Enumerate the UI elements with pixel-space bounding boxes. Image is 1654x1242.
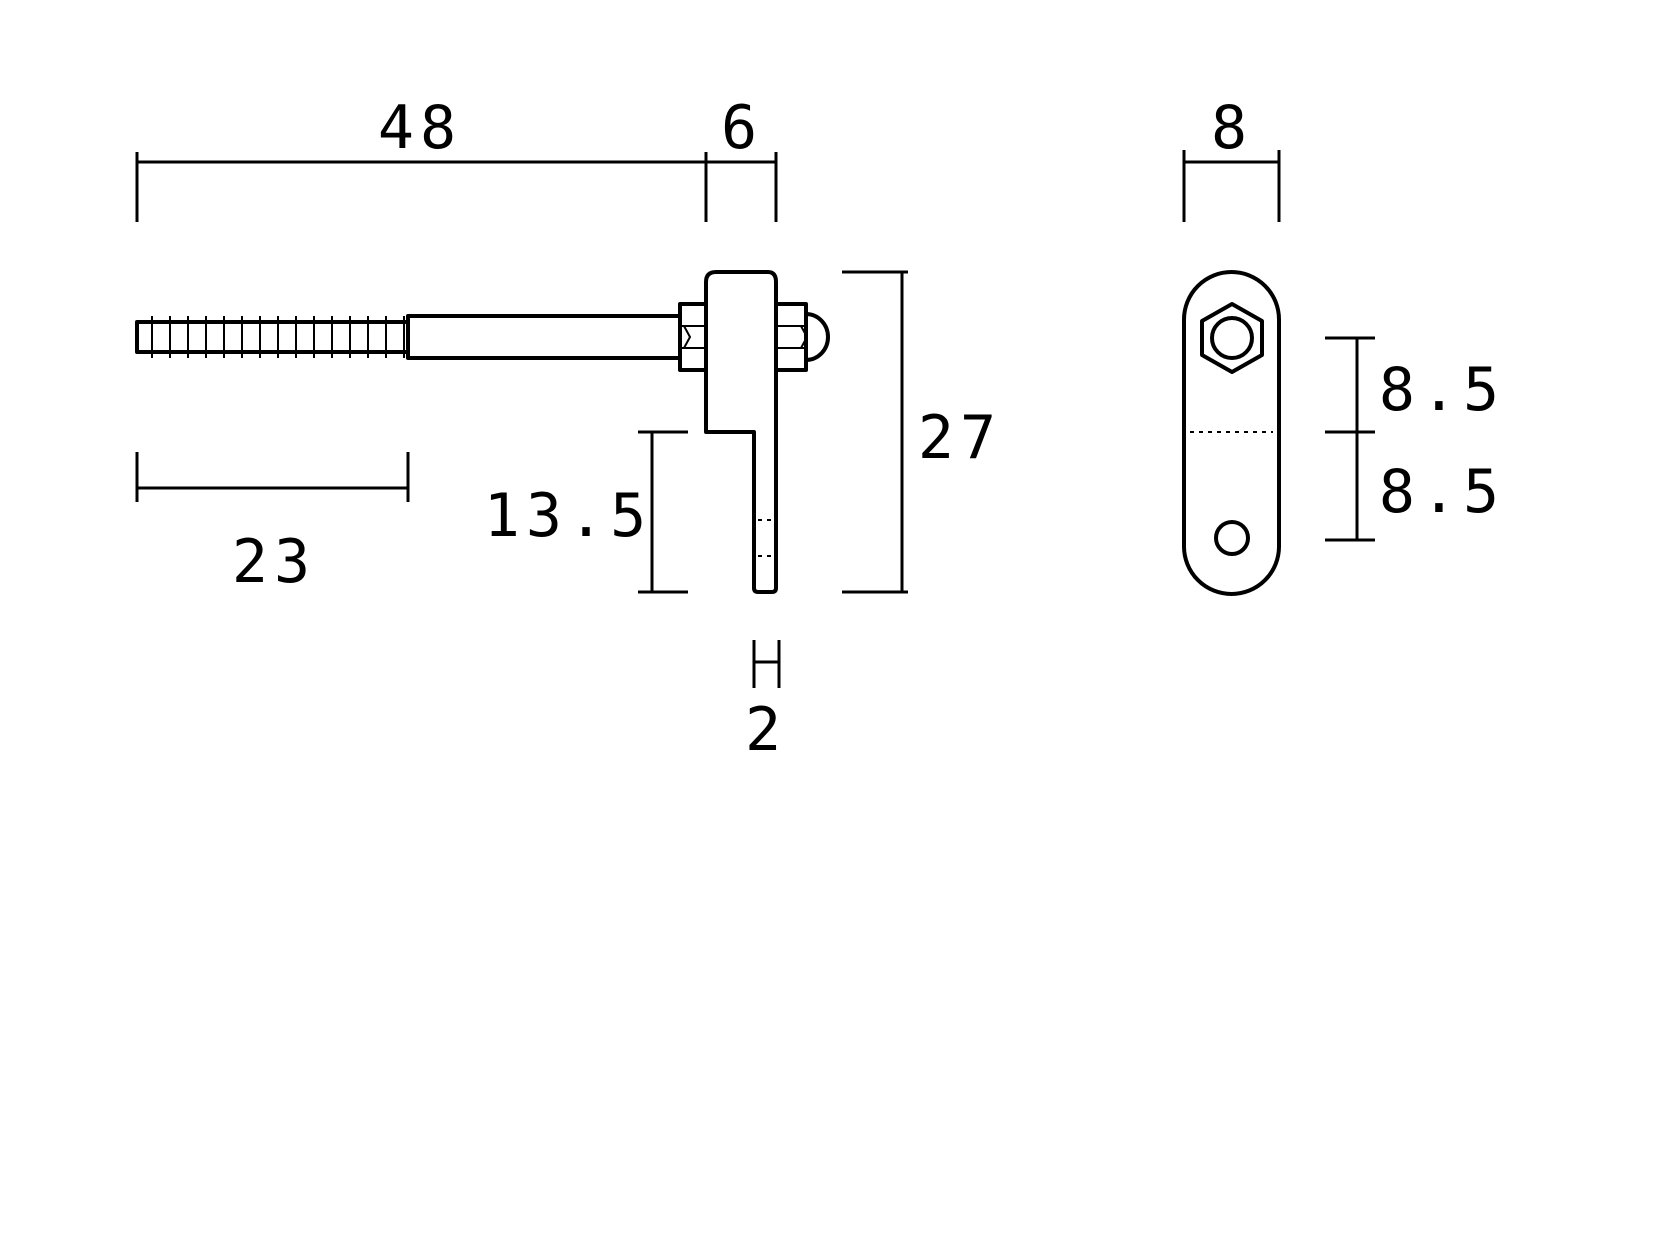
dimension-27-label: 27 <box>918 403 1002 473</box>
dimension-48: 48 <box>135 93 708 222</box>
screw-end-cap <box>804 312 830 362</box>
dimension-6: 6 <box>706 93 778 222</box>
dimension-23-label: 23 <box>232 527 316 597</box>
mounting-hole <box>1214 520 1250 556</box>
hex-nut <box>1200 302 1264 374</box>
left-nut <box>678 302 708 372</box>
dimension-8-5-lower-label: 8.5 <box>1379 457 1505 527</box>
dimension-27: 27 <box>842 270 1002 594</box>
dimension-2: 2 <box>745 640 787 765</box>
dimension-13-5: 13.5 <box>484 430 688 594</box>
dimension-8-5-upper-label: 8.5 <box>1379 355 1505 425</box>
dimension-8-label: 8 <box>1211 93 1253 163</box>
right-nut <box>774 302 809 372</box>
screw-shank <box>406 314 682 360</box>
side-view: 48 6 23 27 13.5 <box>135 93 1002 765</box>
dimension-13-5-label: 13.5 <box>484 481 653 551</box>
end-view: 8 8.5 8.5 <box>1182 93 1505 596</box>
dimension-8-5-pair: 8.5 8.5 <box>1325 336 1505 542</box>
dimension-6-label: 6 <box>721 93 763 163</box>
dimension-8: 8 <box>1182 93 1281 222</box>
dimension-23: 23 <box>135 452 410 597</box>
dimension-2-label: 2 <box>745 695 787 765</box>
threaded-section <box>135 316 410 358</box>
bracket-body <box>704 270 778 594</box>
dimension-48-label: 48 <box>378 93 462 163</box>
